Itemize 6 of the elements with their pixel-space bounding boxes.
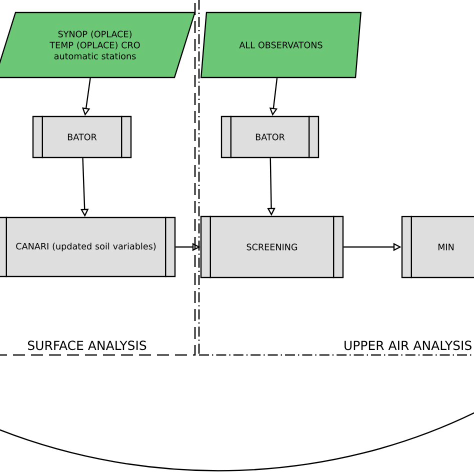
process-box: MIN	[401, 216, 474, 278]
process-box: BATOR	[220, 116, 320, 158]
process-box: BATOR	[32, 116, 132, 158]
process-box: SCREENING	[200, 216, 344, 278]
data-parallelogram: SYNOP (OPLACE) TEMP (OPLACE) CRO automatic stations	[0, 12, 196, 78]
process-box: CANARI (updated soil variables)	[0, 216, 176, 278]
